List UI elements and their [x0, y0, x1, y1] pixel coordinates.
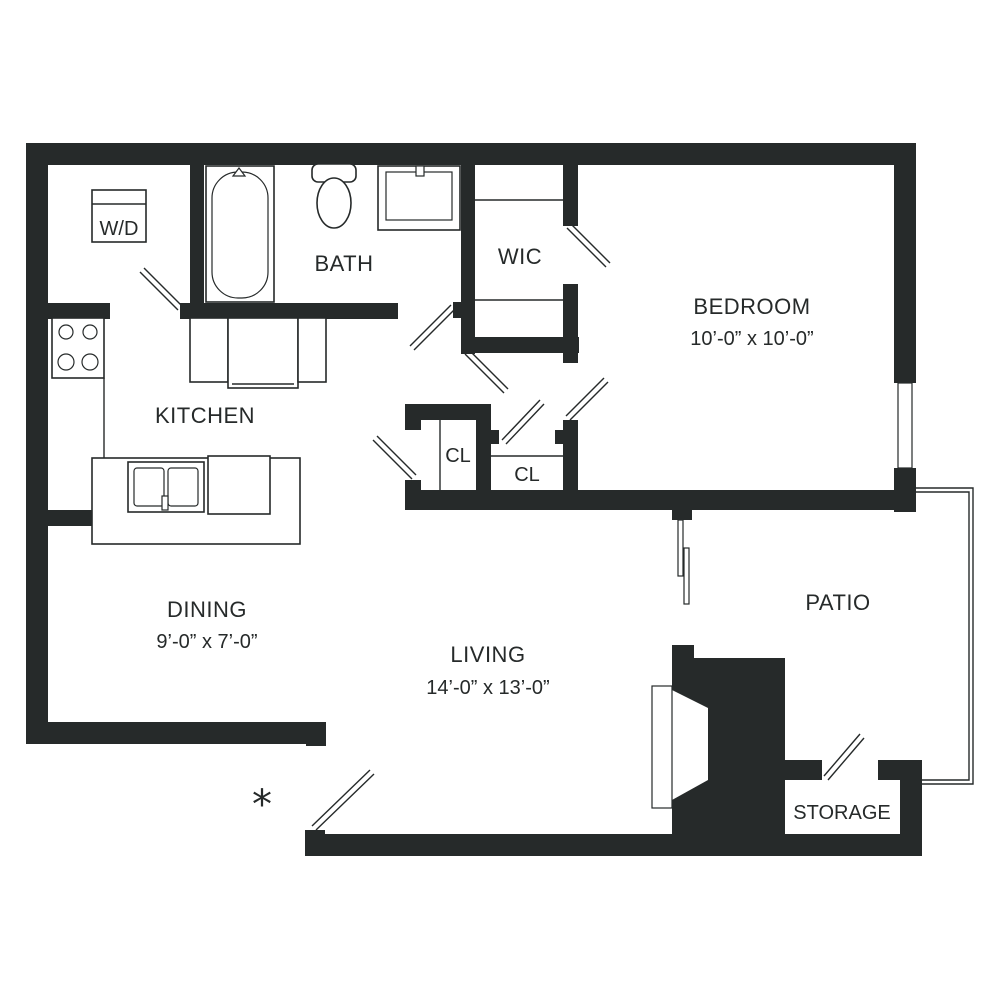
wall-cl-divider-stub: [489, 430, 499, 444]
door-cl-left: [372, 439, 413, 480]
bedroom-label: BEDROOM: [693, 294, 810, 319]
wall-entry-jamb-upper: [306, 722, 326, 746]
door-hall-a-b: [468, 349, 509, 390]
closet-right-label: CL: [514, 464, 540, 486]
patio-railing: [916, 487, 974, 785]
wall-bath-left: [190, 143, 204, 319]
wall-wic-stub: [453, 302, 467, 318]
door-entry-b: [315, 773, 375, 831]
dining-label: DINING: [167, 597, 247, 622]
bath-label: BATH: [314, 251, 373, 276]
wall-wic-right-lower: [563, 284, 578, 363]
door-storage-b: [827, 737, 865, 781]
wall-cl-top: [405, 404, 491, 420]
dining-dimensions: 9’-0” x 7’-0”: [156, 631, 257, 653]
bedroom-dimensions: 10’-0” x 10’-0”: [690, 328, 813, 350]
closet-left-label: CL: [445, 445, 471, 467]
refrigerator: [227, 317, 299, 389]
wall-right-upper: [894, 143, 916, 383]
wall-top: [26, 143, 916, 165]
wall-storage-top-right: [878, 760, 922, 780]
wall-bedroom-bottom: [405, 490, 916, 510]
patio-slider-b: [683, 547, 690, 605]
wall-left: [26, 143, 48, 743]
kitchen-faucet-icon: [161, 495, 169, 511]
door-laundry: [139, 271, 179, 311]
door-storage: [823, 733, 861, 777]
wall-kitchen-left-stub: [26, 303, 110, 319]
wic-label: WIC: [498, 244, 542, 269]
entry-marker: *: [252, 782, 272, 828]
walls: [26, 143, 922, 856]
door-bath: [409, 304, 452, 347]
door-laundry-b: [143, 267, 183, 307]
wall-wic-right-upper: [563, 160, 578, 226]
bathtub-basin: [211, 171, 269, 299]
living-dimensions: 14’-0” x 13’-0”: [426, 677, 549, 699]
door-bedroom: [565, 377, 605, 417]
fixtures: [51, 163, 563, 545]
door-bedroom-b: [569, 381, 609, 421]
door-hall-a: [464, 353, 505, 394]
door-bath-b: [413, 308, 456, 351]
door-entry: [311, 769, 371, 827]
wall-cl-divider: [476, 404, 491, 504]
wall-bottom-left: [26, 722, 326, 744]
room-labels: BEDROOM 10’-0” x 10’-0” BATH WIC KITCHEN…: [100, 218, 891, 828]
wall-wic-left: [461, 160, 475, 354]
wall-cl-right-stub: [555, 430, 565, 444]
toilet-bowl: [316, 177, 352, 229]
door-wic-b: [570, 223, 611, 264]
door-cl-left-b: [376, 435, 417, 476]
kitchen-label: KITCHEN: [155, 403, 255, 428]
bedroom-window: [897, 382, 913, 469]
patio-label: PATIO: [805, 590, 870, 615]
kitchen-sink-basin-right: [167, 467, 199, 507]
faucet-icon: [231, 167, 247, 177]
patio-railing-inner: [916, 491, 970, 781]
kitchen-sink-basin-left: [133, 467, 165, 507]
living-label: LIVING: [450, 642, 525, 667]
wall-wic-bottom: [461, 337, 579, 353]
wall-entry-jamb-lower: [305, 830, 325, 856]
storage-label: STORAGE: [793, 802, 890, 824]
bath-sink-faucet-icon: [415, 165, 425, 177]
washer-dryer-label: W/D: [100, 218, 139, 240]
doors: [139, 223, 865, 831]
range: [51, 317, 105, 379]
burner-icon-2: [82, 324, 98, 340]
wall-bottom-living: [305, 834, 683, 856]
wall-dining-stub: [26, 510, 92, 526]
door-cl-right: [501, 399, 541, 441]
burner-icon-4: [81, 353, 99, 371]
wall-storage-bottom: [672, 834, 922, 856]
door-wic: [566, 227, 607, 268]
wall-storage-right: [900, 760, 922, 856]
wall-patio-door-post: [672, 490, 692, 520]
fireplace-mass: [672, 645, 822, 856]
wall-cl-right: [563, 420, 578, 510]
dishwasher: [207, 455, 271, 515]
wall-cl-left: [405, 404, 421, 430]
burner-icon-1: [58, 324, 74, 340]
bath-sink-basin: [385, 171, 453, 221]
windows: [651, 382, 974, 809]
fireplace-hearth: [651, 685, 673, 809]
wall-bath-bottom: [180, 303, 398, 319]
burner-icon-3: [57, 353, 75, 371]
wall-cl-left-bottom: [405, 480, 421, 510]
kitchen-cabinet-right: [297, 317, 327, 383]
kitchen-cabinet-left: [189, 317, 229, 383]
patio-slider-a: [677, 519, 684, 577]
washer-dryer: [91, 189, 147, 243]
door-cl-right-b: [505, 403, 545, 445]
